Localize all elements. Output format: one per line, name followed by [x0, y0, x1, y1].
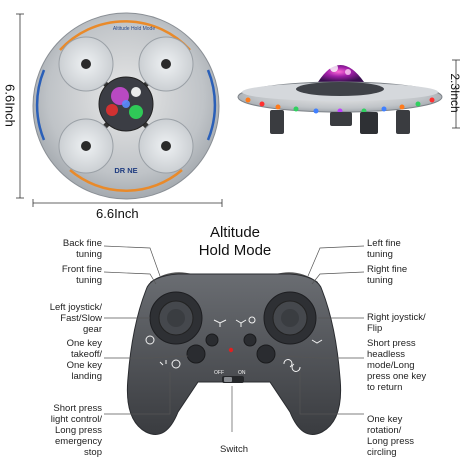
label-one-key-takeoff: One key takeoff/ One key landing: [66, 338, 102, 382]
ufo-top-view: [32, 12, 220, 200]
label-left-fine-tuning: Left fine tuning: [367, 238, 401, 260]
label-switch: Switch: [220, 444, 248, 455]
label-light-control: Short press light control/ Long press em…: [50, 403, 102, 458]
label-left-joystick: Left joystick/ Fast/Slow gear: [49, 302, 102, 335]
label-right-fine-tuning: Right fine tuning: [367, 264, 408, 286]
remote-controller: [126, 272, 342, 435]
mode-title: Altitude Hold Mode: [198, 224, 272, 259]
switch-off-label: OFF: [214, 370, 224, 376]
width-dimension: 6.6Inch: [96, 206, 139, 221]
switch-on-label: ON: [238, 370, 246, 376]
brand-logo: DR NE: [114, 166, 137, 175]
side-height-dimension: 2.3Inch: [448, 73, 462, 113]
label-headless-mode: Short press headless mode/Long press one…: [367, 338, 427, 393]
ufo-side-view: [237, 64, 443, 134]
label-right-joystick: Right joystick/ Flip: [367, 312, 426, 334]
top-mode-text: Altitude Hold Mode: [113, 26, 155, 32]
label-front-fine-tuning: Front fine tuning: [61, 264, 102, 286]
label-back-fine-tuning: Back fine tuning: [62, 238, 102, 260]
pointer-lines: [103, 245, 365, 432]
height-dimension: 6.6Inch: [2, 84, 18, 127]
label-one-key-rotation: One key rotation/ Long press circling: [367, 414, 415, 458]
